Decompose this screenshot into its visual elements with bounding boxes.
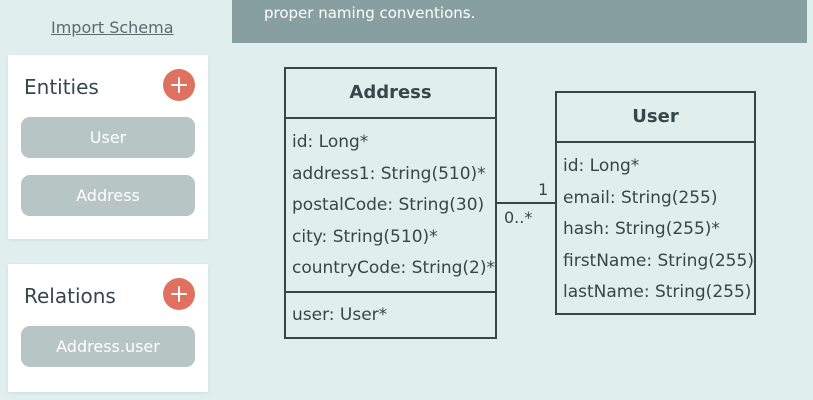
address-attribute: countryCode: String(2)*	[292, 258, 495, 278]
address-relation: user: User*	[292, 305, 388, 325]
entity-item-user[interactable]: User	[21, 117, 195, 158]
entities-panel: Entities User Address	[8, 55, 208, 239]
user-attributes: id: Long* email: String(255) hash: Strin…	[557, 143, 754, 309]
user-attribute: email: String(255)	[563, 187, 718, 208]
relation-connector[interactable]	[497, 202, 555, 204]
import-schema-link[interactable]: Import Schema	[51, 18, 174, 37]
user-attribute: hash: String(255)*	[563, 219, 720, 239]
relation-item-address-user[interactable]: Address.user	[21, 326, 195, 367]
add-relation-button[interactable]	[163, 278, 195, 310]
address-attributes: id: Long* address1: String(510)* postalC…	[286, 119, 495, 291]
user-attribute: id: Long*	[563, 156, 640, 176]
user-entity-title: User	[557, 93, 754, 143]
user-attribute: lastName: String(255)	[563, 282, 752, 302]
address-entity-box[interactable]: Address id: Long* address1: String(510)*…	[284, 67, 497, 339]
source-multiplicity: 0..*	[504, 208, 533, 227]
address-entity-title: Address	[286, 69, 495, 119]
relations-panel: Relations Address.user	[8, 264, 208, 392]
entities-title: Entities	[24, 75, 99, 99]
user-entity-box[interactable]: User id: Long* email: String(255) hash: …	[555, 91, 756, 315]
target-multiplicity: 1	[538, 180, 549, 199]
add-entity-button[interactable]	[163, 69, 195, 101]
user-attribute: firstName: String(255)	[563, 250, 754, 271]
address-relations: user: User*	[286, 291, 495, 337]
address-attribute: address1: String(510)*	[292, 163, 486, 184]
address-attribute: city: String(510)*	[292, 226, 438, 247]
entity-item-address[interactable]: Address	[21, 175, 195, 216]
address-attribute: id: Long*	[292, 132, 369, 152]
address-attribute: postalCode: String(30)	[292, 195, 485, 215]
info-banner: proper naming conventions.	[232, 0, 807, 43]
relations-title: Relations	[24, 284, 116, 308]
banner-text: proper naming conventions.	[264, 4, 476, 22]
